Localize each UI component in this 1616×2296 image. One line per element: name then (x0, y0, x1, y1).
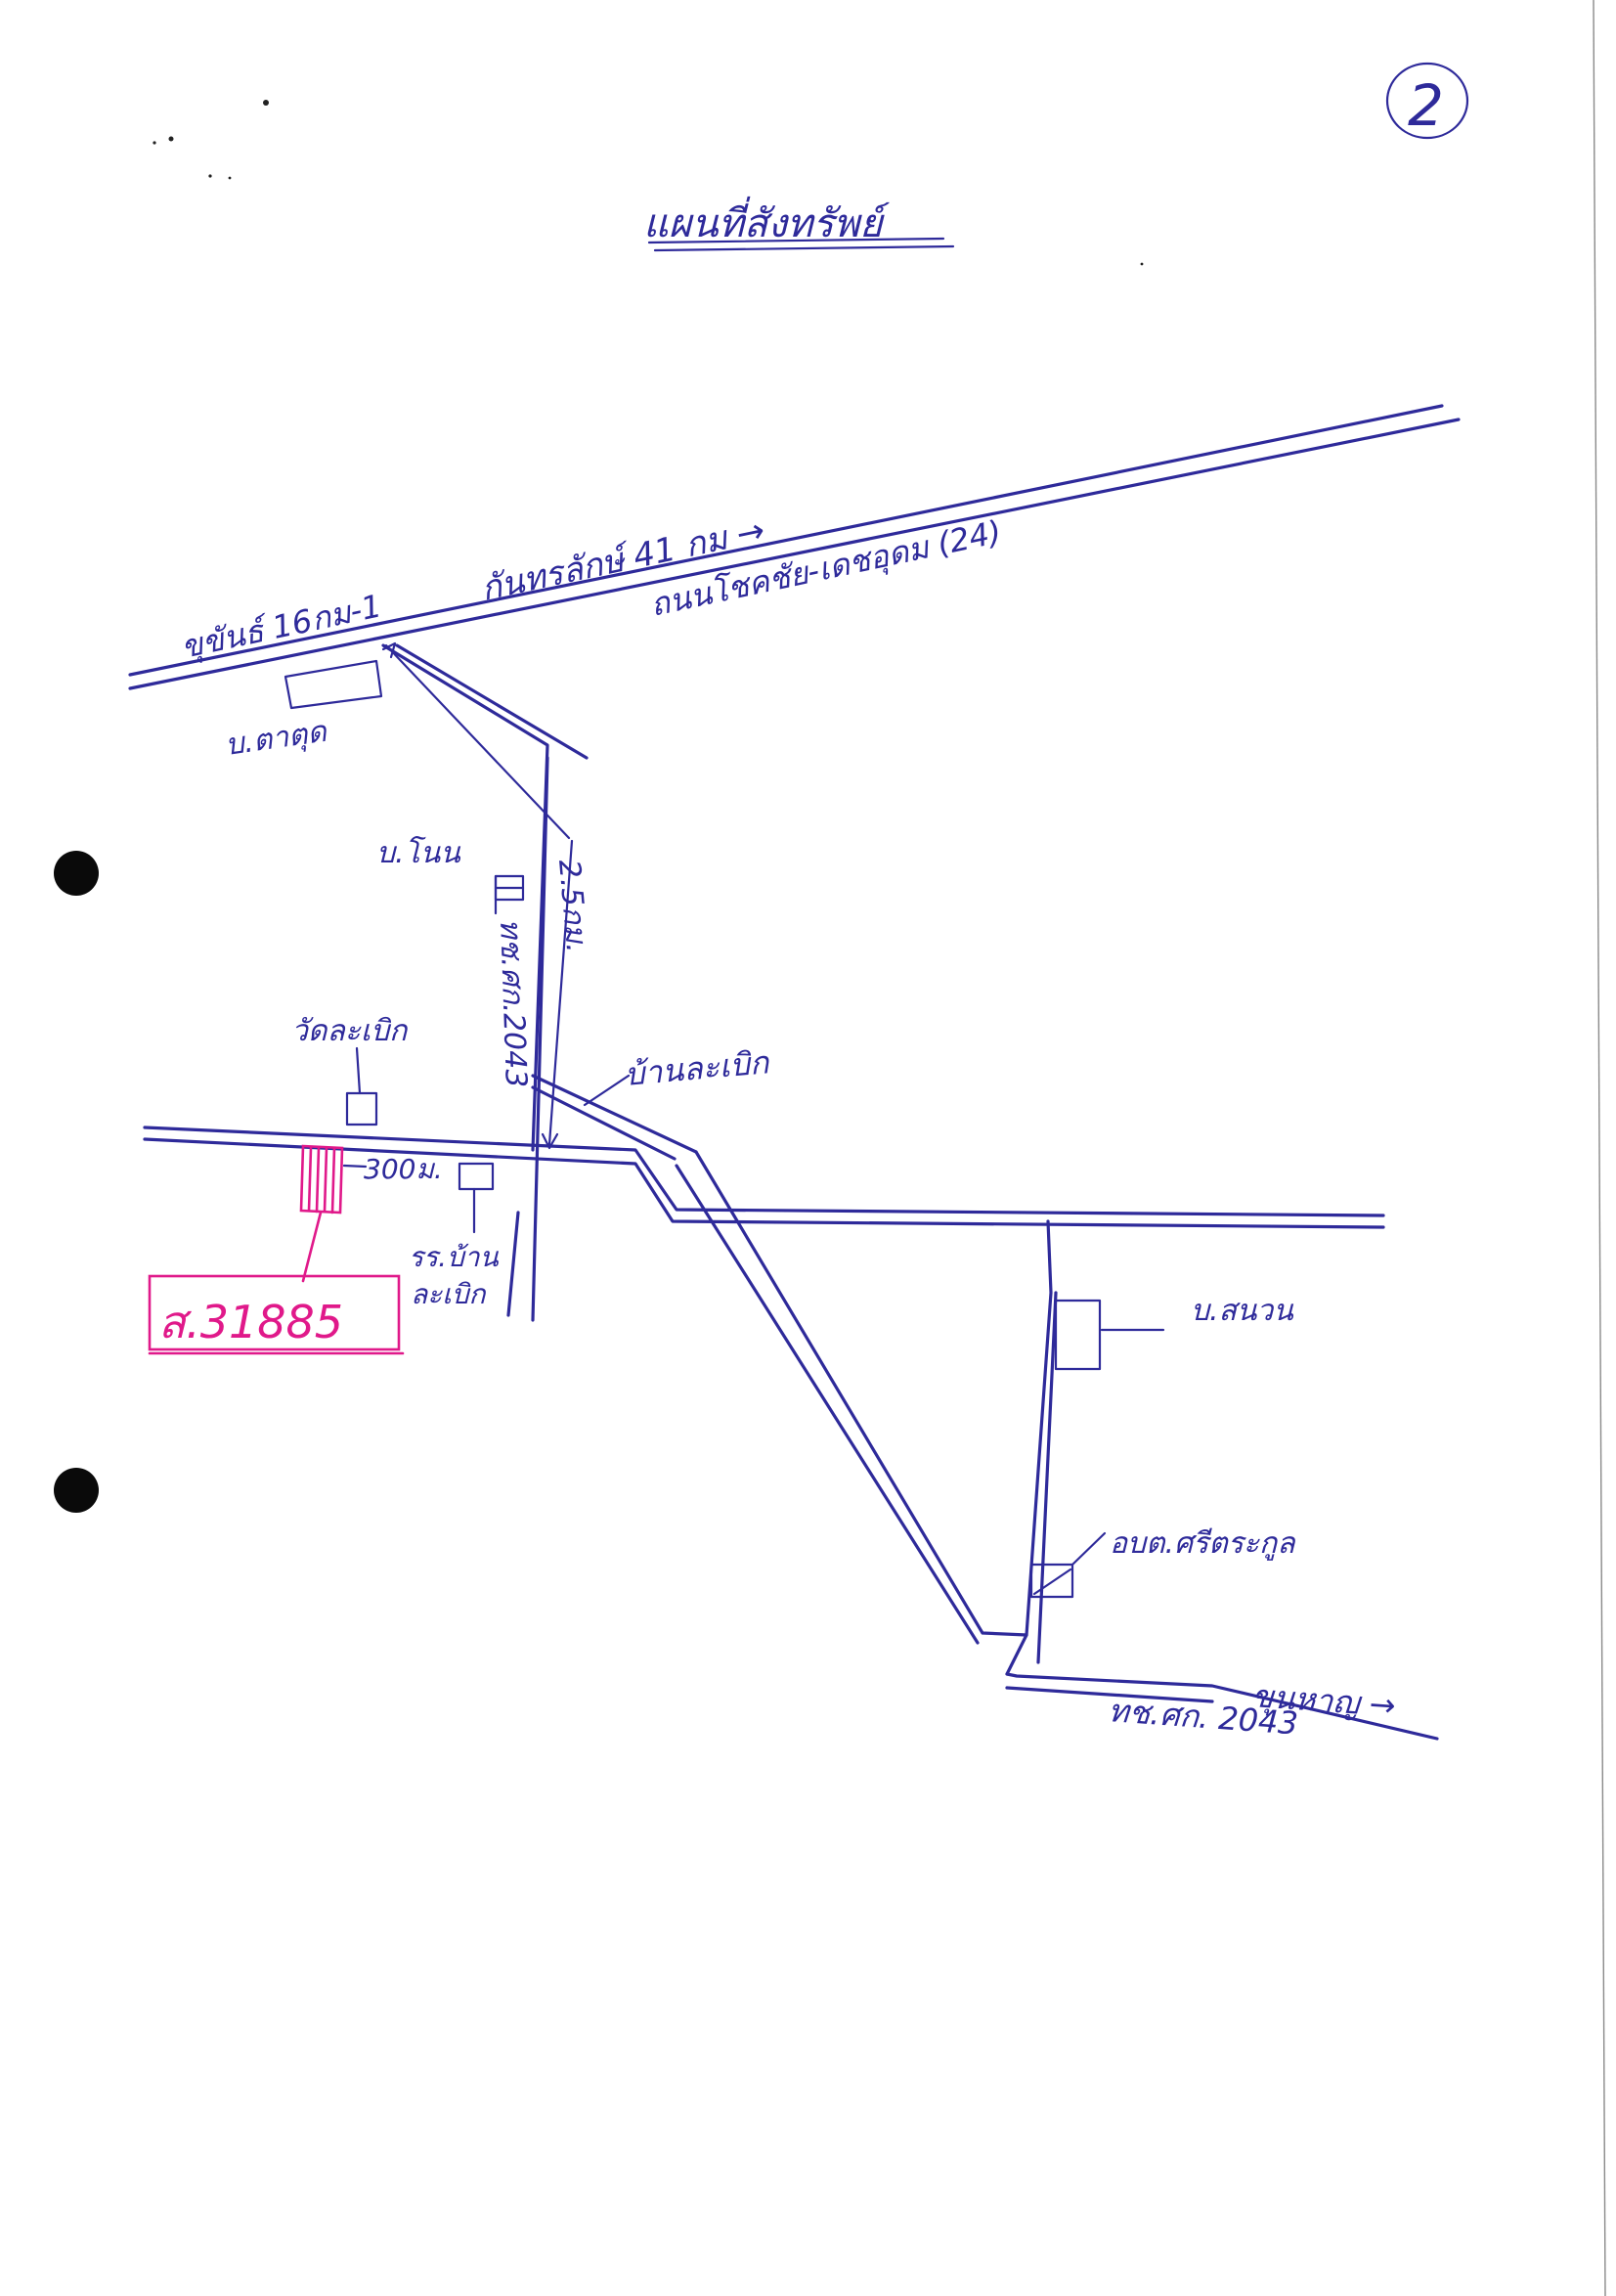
punch-hole-top (54, 851, 99, 896)
title-underline-2 (653, 244, 955, 252)
title-underline-1 (647, 237, 945, 244)
map-title: แผนที่สังทรัพย์ (643, 196, 891, 246)
parcel-box (148, 1274, 401, 1351)
obt-mark (1032, 1567, 1072, 1596)
ban-tatut-label: บ.ตาตุด (223, 715, 329, 763)
scan-specks (153, 100, 1144, 266)
road-2043-north (381, 643, 589, 1322)
wat-lapoek-label: วัดละเบิก (291, 1014, 409, 1048)
page-number-badge: 2 (1385, 62, 1469, 140)
diagonal-road (531, 1074, 1028, 1645)
ban-lapoek-label: บ้านละเบิก (623, 1043, 771, 1093)
east-road (1005, 1219, 1439, 1741)
parcel-hatch (299, 1144, 344, 1283)
obt-label: อบต.ศรีตระกูล (1110, 1526, 1296, 1561)
school-building (458, 1162, 495, 1191)
ban-tatut-building (284, 659, 383, 710)
ban-sanuan-label: บ.สนวน (1191, 1294, 1294, 1328)
distance-300m-label: 300ม. (364, 1153, 443, 1185)
village-road (143, 1126, 1385, 1229)
road-2043-north-label: ทช.ศก.2043 (493, 918, 533, 1088)
page-number: 2 (1408, 72, 1444, 139)
ban-non-label: บ.โนน (376, 835, 461, 870)
main-road-start-label: ขุขันธ์ 16กม-1 (178, 587, 385, 666)
wat-lapoek-building (345, 1091, 378, 1126)
distance-label: 2.5กม. (551, 859, 593, 954)
school-label-line1: รร.บ้าน (409, 1241, 499, 1273)
distance-pointer (381, 641, 574, 1150)
parcel-number: ส.31885 (158, 1296, 343, 1348)
obt-leader (1070, 1531, 1107, 1567)
ban-lapoek-leader (583, 1074, 631, 1107)
paper-edge (1593, 0, 1606, 2296)
distance-300m-tick (342, 1164, 368, 1169)
wat-lapoek-leader (355, 1046, 362, 1095)
punch-hole-bottom (54, 1468, 99, 1513)
main-highway (128, 404, 1461, 690)
obt-building (1029, 1563, 1074, 1599)
school-label-line2: ละเบิก (411, 1278, 488, 1310)
ban-sanuan-building (1054, 1299, 1102, 1371)
